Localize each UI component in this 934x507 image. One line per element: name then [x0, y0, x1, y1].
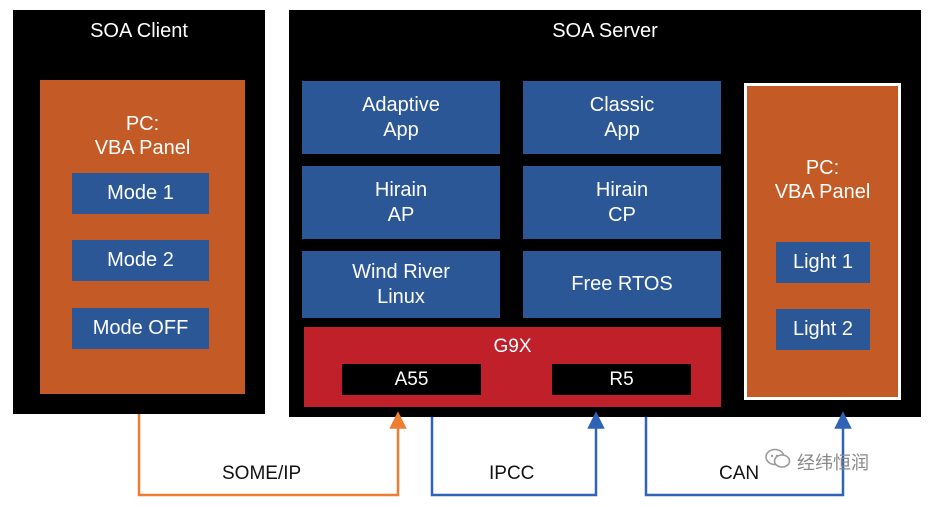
soa-client-title: SOA Client [90, 20, 188, 42]
classic-app-block: Classic App [523, 81, 721, 154]
ipcc-link [430, 411, 605, 497]
light-2-button[interactable]: Light 2 [776, 309, 870, 350]
soa-server-box: SOA Server Adaptive App Classic App Hira… [289, 10, 921, 417]
watermark: 经纬恒润 [765, 448, 869, 475]
free-rtos-block: Free RTOS [523, 251, 721, 318]
watermark-text: 经纬恒润 [797, 452, 869, 473]
someip-label: SOME/IP [222, 463, 302, 484]
wechat-icon [765, 448, 791, 475]
client-panel-title: PC: VBA Panel [94, 113, 191, 159]
adaptive-app-block: Adaptive App [302, 81, 500, 154]
mode-2-button[interactable]: Mode 2 [72, 240, 209, 281]
ipcc-label: IPCC [489, 463, 535, 484]
light-1-button[interactable]: Light 1 [776, 242, 870, 283]
can-label: CAN [719, 463, 760, 484]
hirain-ap-block: Hirain AP [302, 166, 500, 239]
soa-client-box: SOA Client PC: VBA Panel Mode 1 Mode 2 M… [13, 10, 265, 414]
mode-off-button[interactable]: Mode OFF [72, 308, 209, 349]
g9x-soc: G9X A55 R5 [304, 327, 721, 407]
mode-1-button[interactable]: Mode 1 [72, 173, 209, 214]
wind-river-linux-block: Wind River Linux [302, 251, 500, 318]
server-vba-panel-frame: PC: VBA Panel Light 1 Light 2 [744, 83, 901, 400]
can-link [644, 411, 852, 497]
a55-core: A55 [342, 364, 481, 395]
r5-core: R5 [552, 364, 691, 395]
server-panel-title: PC: VBA Panel [774, 157, 871, 203]
hirain-cp-block: Hirain CP [523, 166, 721, 239]
soa-server-title: SOA Server [552, 20, 658, 42]
someip-link [137, 411, 407, 497]
g9x-label: G9X [493, 336, 532, 357]
client-vba-panel: PC: VBA Panel Mode 1 Mode 2 Mode OFF [40, 80, 245, 394]
